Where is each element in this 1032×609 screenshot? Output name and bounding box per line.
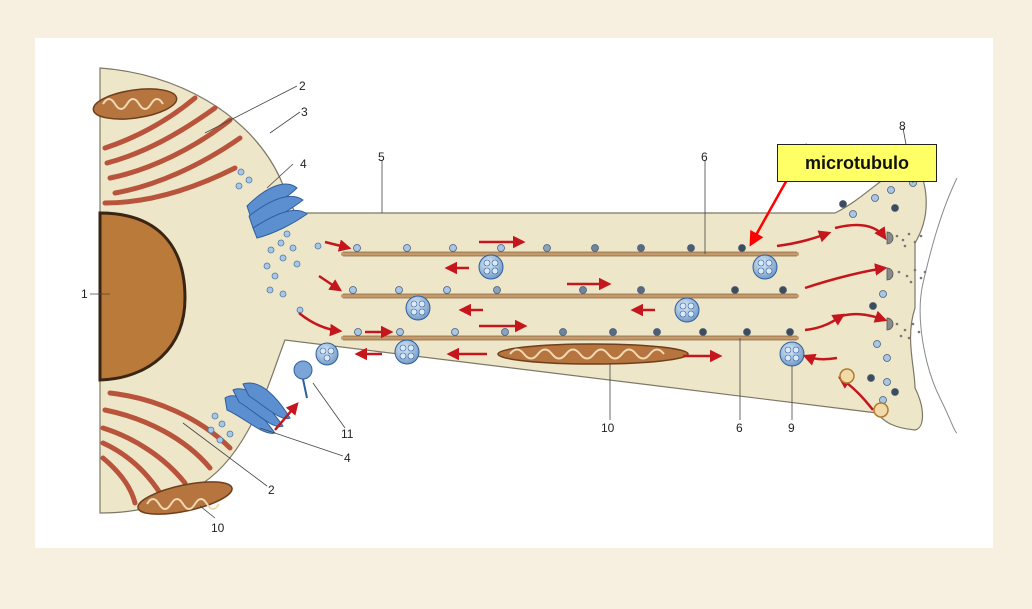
cell-body-cytoplasm <box>99 67 927 514</box>
release-sites <box>886 231 894 331</box>
label-6-top: 6 <box>701 150 708 164</box>
microtubule-callout: microtubulo <box>777 144 937 182</box>
figure-panel: 1 2 3 4 5 6 7 8 10 6 9 11 4 2 10 microtu… <box>35 38 993 548</box>
label-4-bottom: 4 <box>344 451 351 465</box>
leader-lines <box>90 85 914 519</box>
golgi-vesicles-upper <box>235 168 322 314</box>
label-10-axon: 10 <box>601 421 615 435</box>
label-3: 3 <box>301 105 308 119</box>
label-11: 11 <box>341 427 354 441</box>
label-8: 8 <box>899 119 906 133</box>
budding-vesicle <box>274 360 313 431</box>
label-10-body: 10 <box>211 521 225 535</box>
label-1: 1 <box>81 287 88 301</box>
label-4-top: 4 <box>300 157 307 171</box>
endocytic-vesicles <box>839 368 889 418</box>
multivesicular-bodies <box>315 254 805 367</box>
microtubule-outlines <box>343 251 797 341</box>
label-6-bottom: 6 <box>736 421 743 435</box>
transport-vesicles <box>349 244 794 336</box>
label-2-top: 2 <box>299 79 306 93</box>
postsynaptic-membrane <box>919 177 958 434</box>
golgi-upper <box>246 183 308 239</box>
mitochondrion-top <box>92 88 178 120</box>
rough-er-upper <box>102 95 243 206</box>
nucleus <box>98 211 187 382</box>
mitochondrion-bottom <box>137 481 233 515</box>
neurotransmitter-release <box>895 232 927 340</box>
mitochondrion-axon <box>497 343 689 365</box>
golgi-vesicles-lower <box>207 412 234 444</box>
label-2-bottom: 2 <box>268 483 275 497</box>
label-9: 9 <box>788 421 795 435</box>
neuron-axonal-transport-diagram <box>90 67 958 519</box>
label-5: 5 <box>378 150 385 164</box>
